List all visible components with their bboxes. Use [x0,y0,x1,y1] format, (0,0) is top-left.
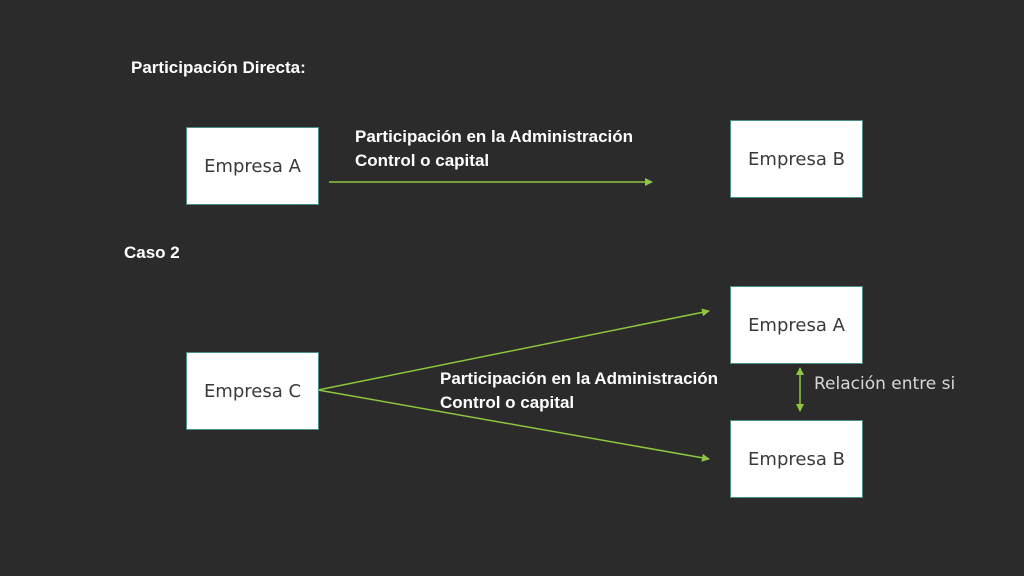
box-empresa-c-label: Empresa C [203,380,302,402]
box-caso2-empresa-a-label: Empresa A [748,314,845,336]
arrow-label-caso2: Participación en la Administración Contr… [440,367,718,415]
arrow-c-to-a [317,308,710,391]
box-empresa-b-label: Empresa B [748,148,845,170]
box-caso2-empresa-a: Empresa A [730,286,863,364]
section2-title: Caso 2 [124,243,180,262]
box-caso2-empresa-b: Empresa B [730,420,863,498]
box-empresa-a: Empresa A [186,127,319,205]
arrow-c-to-b [317,389,710,462]
section1-title: Participación Directa: [131,58,306,77]
box-empresa-a-label: Empresa A [204,155,301,177]
arrow-label-caso2-line-2: Control o capital [440,393,575,412]
box-empresa-b: Empresa B [730,120,863,198]
arrow-label-line-2: Control o capital [355,151,490,170]
arrow-label-direct: Participación en la Administración Contr… [355,125,633,173]
box-caso2-empresa-b-label: Empresa B [748,448,845,470]
arrow-label-caso2-line-1: Participación en la Administración [440,369,719,388]
relation-label: Relación entre si [814,374,956,394]
box-empresa-c: Empresa C [186,352,319,430]
arrow-label-line-1: Participación en la Administración [355,127,634,146]
